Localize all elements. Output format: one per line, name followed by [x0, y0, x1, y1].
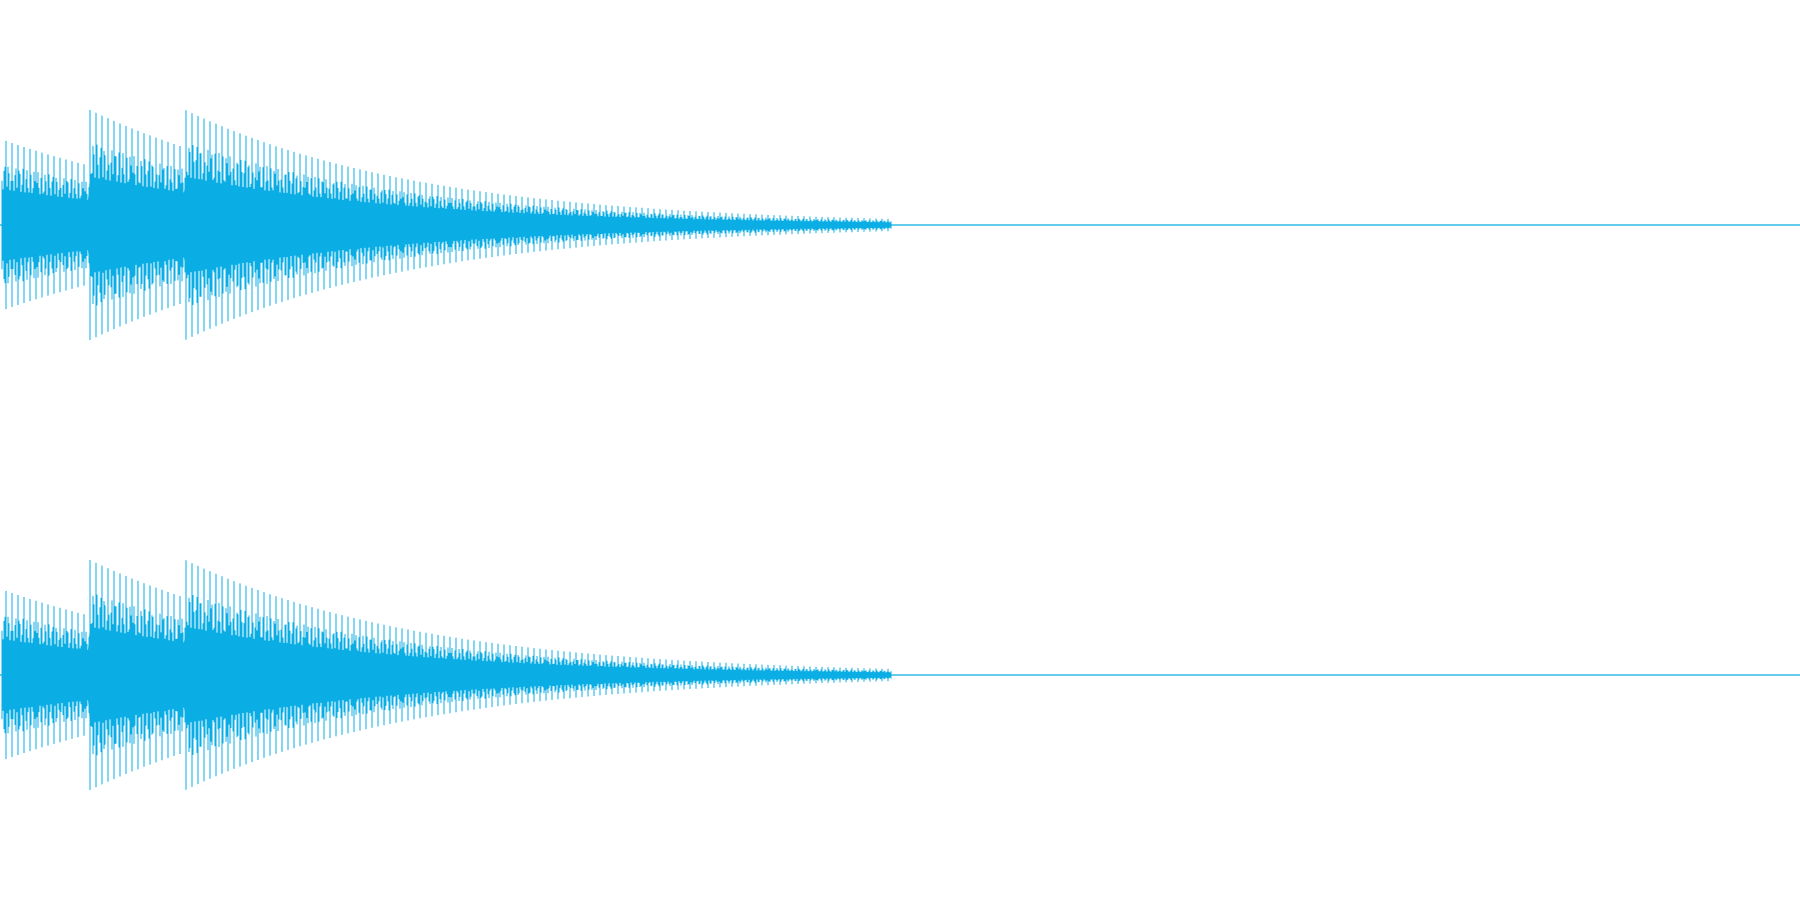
waveform-body — [2, 176, 900, 274]
waveform-body — [2, 626, 900, 724]
waveform-right-svg — [0, 560, 1800, 790]
waveform-channel-right — [0, 450, 1800, 900]
waveform-channel-left — [0, 110, 1800, 340]
waveform-left-svg — [0, 110, 1800, 340]
